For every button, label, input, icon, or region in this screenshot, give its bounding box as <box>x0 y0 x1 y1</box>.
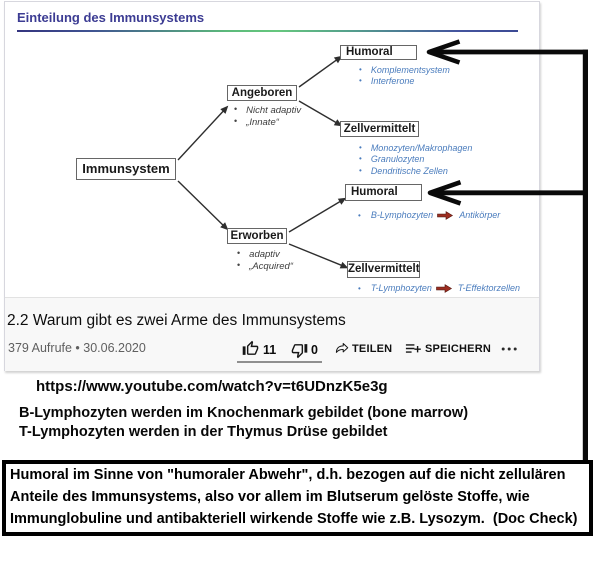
share-button[interactable]: TEILEN <box>352 343 393 355</box>
bullets-angeboren: • Nicht adaptiv • „Innate“ <box>234 104 302 129</box>
bullet-dot: • <box>234 104 238 114</box>
bullet-text: Nicht adaptiv <box>246 105 302 116</box>
bullet-row: • Interferone <box>359 76 450 87</box>
thumbs-down-icon[interactable] <box>291 342 308 359</box>
bullet-dot: • <box>359 65 362 74</box>
bullet-result: T-Effektorzellen <box>457 283 521 293</box>
bullet-dot: • <box>358 210 361 220</box>
bullet-row: • Monozyten/Makrophagen <box>359 143 472 154</box>
bullet-text: Dendritische Zellen <box>370 165 448 176</box>
dislike-count: 0 <box>311 343 318 357</box>
slide-heading: Einteilung des Immunsystems <box>17 10 205 25</box>
bullet-text: Interferone <box>370 76 415 87</box>
more-actions-icon[interactable] <box>501 346 519 352</box>
bullet-row: • Komplementsystem <box>359 65 450 76</box>
like-ratio-bar <box>237 361 322 363</box>
slide-heading-rule <box>17 30 518 32</box>
thumbs-up-icon[interactable] <box>242 340 259 357</box>
bullet-row: • „Innate“ <box>234 115 301 129</box>
video-meta: 379 Aufrufe • 30.06.2020 <box>8 341 146 355</box>
red-arrow-icon <box>436 283 452 293</box>
node-erworben: Erworben <box>227 228 287 244</box>
bullet-text: „Acquired“ <box>249 260 293 272</box>
video-title: 2.2 Warum gibt es zwei Arme des Immunsys… <box>7 312 346 329</box>
bullet-dot: • <box>359 154 362 164</box>
bullet-result: Antikörper <box>459 210 501 220</box>
bullet-row: • Nicht adaptiv <box>234 104 302 117</box>
bullets-erworben: • adaptiv • „Acquired“ <box>237 248 293 273</box>
youtube-screenshot: Einteilung des Immunsystems <box>4 1 540 371</box>
note-t-lymphozyten: T-Lymphozyten werden in der Thymus Drüse… <box>19 424 388 440</box>
bullet-row: • „Acquired“ <box>237 259 293 273</box>
node-immunsystem: Immunsystem <box>76 158 176 180</box>
bullets-zellvermittelt-innate: • Monozyten/Makrophagen • Granulozyten • De… <box>359 143 472 177</box>
note-b-lymphozyten: B-Lymphozyten werden im Knochenmark gebi… <box>19 405 469 421</box>
bullets-zellvermittelt-acquired: • T-Lymphozyten T-Effektorzellen <box>358 283 520 293</box>
node-angeboren: Angeboren <box>227 85 297 101</box>
video-info-area: 2.2 Warum gibt es zwei Arme des Immunsys… <box>5 297 539 371</box>
node-zellvermittelt-innate: Zellvermittelt <box>340 121 419 137</box>
bullet-row: • adaptiv <box>237 248 293 261</box>
bullets-humoral-innate: • Komplementsystem • Interferone <box>359 65 450 88</box>
save-button[interactable]: SPEICHERN <box>425 343 491 355</box>
bullet-dot: • <box>359 165 362 175</box>
bullet-dot: • <box>359 76 362 86</box>
bullet-text: adaptiv <box>249 249 280 260</box>
definition-line: Anteile des Immunsystems, also vor allem… <box>10 489 530 505</box>
bullet-text: Komplementsystem <box>370 65 450 75</box>
node-zellvermittelt-acquired: Zellvermittelt <box>347 261 420 278</box>
definition-line: Humoral im Sinne von "humoraler Abwehr",… <box>10 467 566 483</box>
bullet-text: T-Lymphozyten <box>370 283 432 293</box>
save-playlist-icon[interactable] <box>404 340 422 357</box>
red-arrow-icon <box>437 210 454 220</box>
bullet-row: • Dendritische Zellen <box>359 166 472 177</box>
bullet-text: „Innate“ <box>246 116 279 128</box>
bullet-dot: • <box>237 248 241 258</box>
node-humoral-acquired: Humoral <box>345 184 422 201</box>
bullet-text: Granulozyten <box>370 154 425 165</box>
video-slide[interactable]: Einteilung des Immunsystems <box>5 2 539 297</box>
bullet-dot: • <box>237 259 241 270</box>
bullet-dot: • <box>358 283 361 293</box>
bullet-dot: • <box>359 143 362 152</box>
bullet-row: • Granulozyten <box>359 154 472 165</box>
humoral-definition-box: Humoral im Sinne von "humoraler Abwehr",… <box>2 460 593 536</box>
bullets-humoral-acquired: • B-Lymphozyten Antikörper <box>358 210 500 220</box>
bullet-text: Monozyten/Makrophagen <box>370 143 473 153</box>
bullet-text: B-Lymphozyten <box>370 210 434 220</box>
bullet-dot: • <box>234 115 238 126</box>
video-url-text: https://www.youtube.com/watch?v=t6UDnzK5… <box>36 378 388 395</box>
definition-line: Immunglobuline und antibakteriell wirken… <box>10 511 578 527</box>
share-icon[interactable] <box>333 340 351 356</box>
node-humoral-innate: Humoral <box>340 45 417 60</box>
like-count: 11 <box>263 343 277 357</box>
